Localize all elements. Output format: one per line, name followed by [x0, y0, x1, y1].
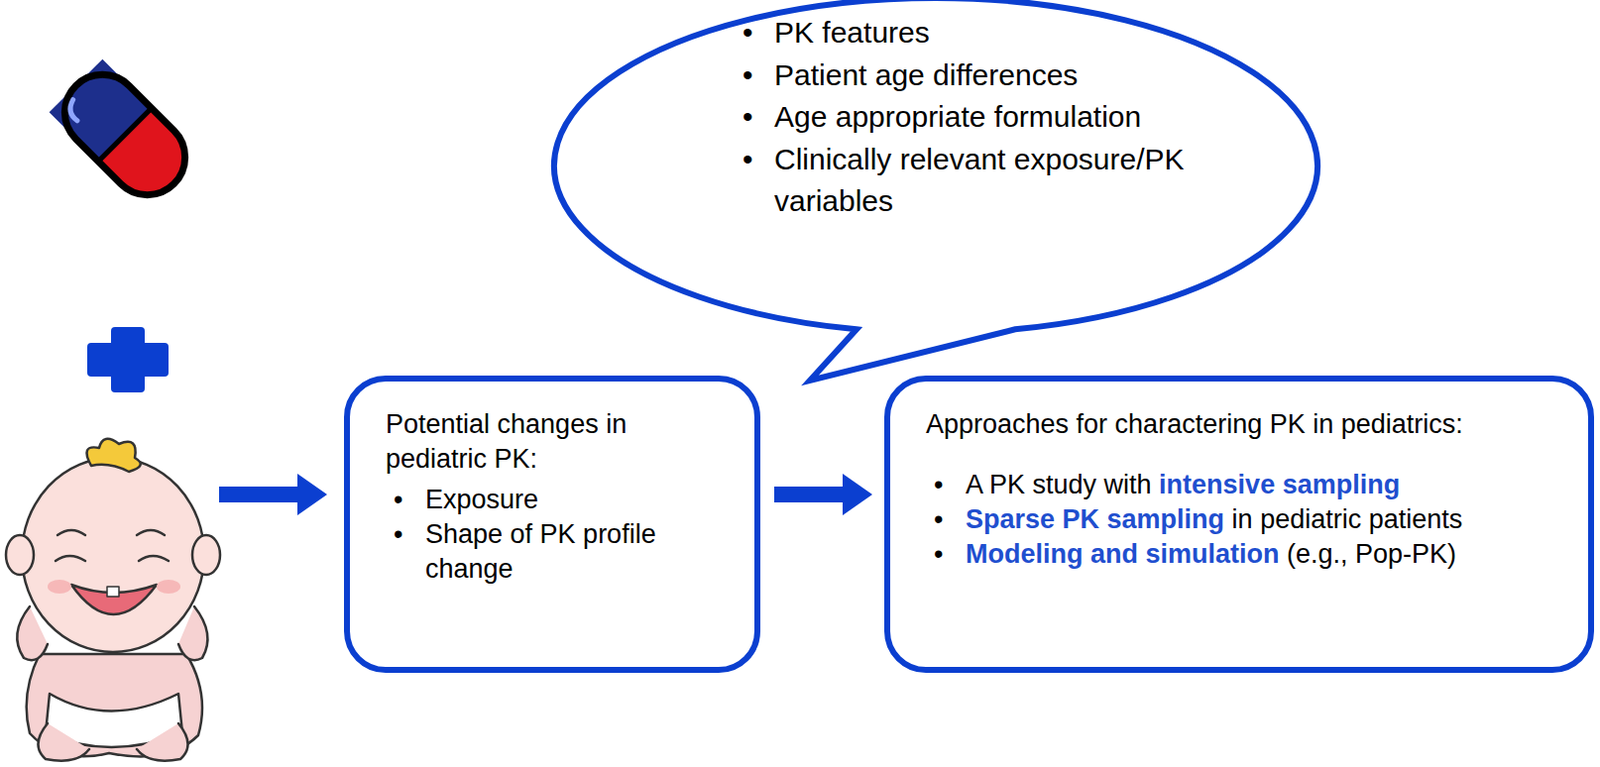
baby-illustration	[5, 439, 221, 762]
rounded-box: Approaches for charactering PK in pediat…	[884, 375, 1595, 674]
bullet-line: Modeling and simulation (e.g., Pop-PK)	[925, 537, 1569, 572]
highlight-text: intensive sampling	[1158, 469, 1400, 500]
highlight-text: Modeling and simulation	[965, 539, 1280, 570]
bullet-text: Clinically relevant exposure/PK variable…	[734, 138, 1191, 224]
bullet-line: Exposure	[385, 482, 735, 518]
bullet-text: in pediatric patients	[1232, 504, 1464, 535]
box-heading: Potential changes in pediatric PK:	[385, 407, 735, 477]
box-heading: Approaches for charactering PK in pediat…	[925, 407, 1569, 443]
highlight-text: Sparse PK sampling	[965, 504, 1225, 535]
bullet-text: A PK study with	[965, 469, 1152, 500]
bullet-line: Shape of PK profile change	[385, 517, 735, 587]
bullet-line: A PK study with intensive sampling	[925, 467, 1569, 503]
bullet-line: Sparse PK sampling in pediatric patients	[925, 502, 1569, 538]
bullet-text: (e.g., Pop-PK)	[1286, 539, 1457, 570]
bullet-text: PK features	[734, 11, 1302, 55]
bullet-text: Shape of PK profile change	[425, 519, 657, 584]
block-arrow	[774, 473, 873, 516]
rounded-box: Potential changes in pediatric PK: Exposu…	[343, 375, 761, 674]
capsule-icon	[49, 59, 202, 212]
speech-bubble: PK featuresPatient age differencesAge ap…	[550, 0, 1322, 338]
block-arrow	[219, 473, 328, 516]
bullet-text: Exposure	[425, 484, 539, 515]
bullet-text: Age appropriate formulation	[734, 96, 1302, 139]
plus-sign	[87, 327, 169, 393]
bubble-shape	[554, 0, 1318, 381]
bullet-text: Patient age differences	[734, 54, 1302, 98]
